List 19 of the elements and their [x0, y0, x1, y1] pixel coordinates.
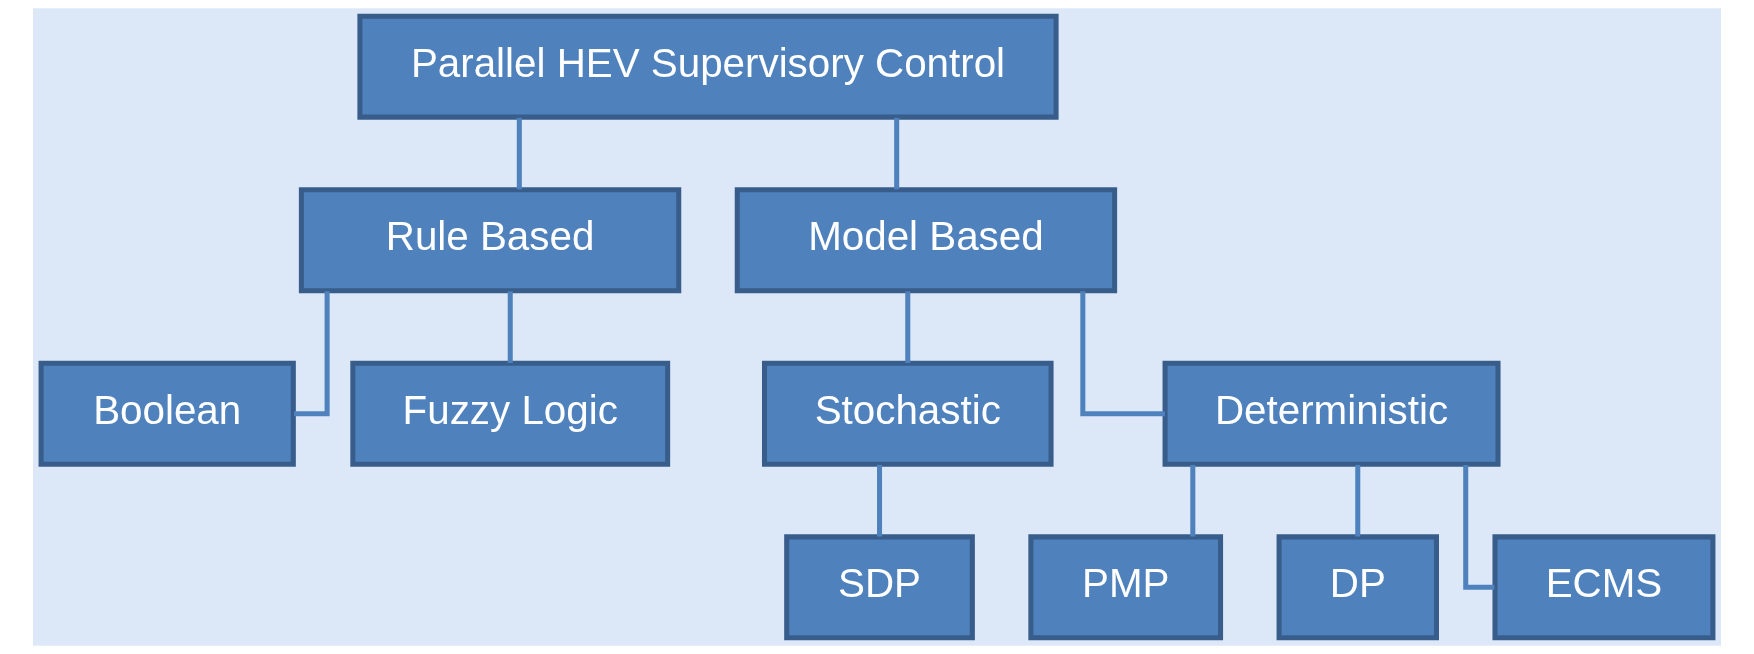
connector [1080, 291, 1165, 417]
node-box: Model Based [734, 187, 1118, 294]
node-box: ECMS [1492, 534, 1716, 641]
connector [507, 291, 513, 363]
node-box: Stochastic [762, 360, 1054, 467]
node-box: Deterministic [1162, 360, 1501, 467]
node-box: Fuzzy Logic [350, 360, 671, 467]
node-box: Parallel HEV Supervisory Control [357, 13, 1059, 120]
connector [877, 464, 883, 537]
connector [894, 117, 900, 190]
connector [1190, 464, 1196, 537]
node-box: DP [1276, 534, 1439, 641]
connector [905, 291, 911, 363]
node-box: PMP [1028, 534, 1224, 641]
node-box: SDP [784, 534, 975, 641]
connector [516, 117, 522, 190]
node-box: Rule Based [298, 187, 682, 294]
connector [1355, 464, 1361, 537]
node-box: Boolean [38, 360, 296, 467]
